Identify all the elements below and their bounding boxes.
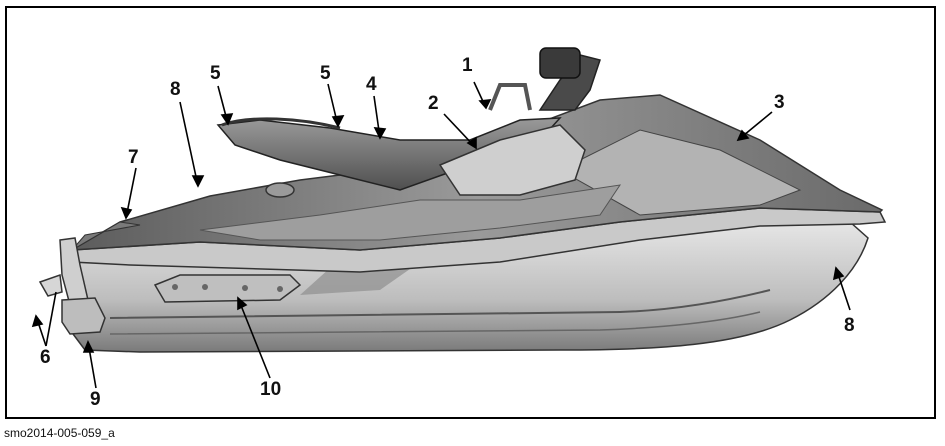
callout-4: 4 — [366, 75, 377, 94]
callout-6: 6 — [40, 348, 51, 367]
callout-5-front: 5 — [320, 64, 331, 83]
callout-2: 2 — [428, 94, 439, 113]
fuel-cap — [266, 183, 294, 197]
stern-bracket — [40, 275, 62, 296]
callout-1: 1 — [462, 56, 473, 75]
callout-8-bow: 8 — [844, 316, 855, 335]
callout-10: 10 — [260, 380, 281, 399]
callout-7: 7 — [128, 148, 139, 167]
callout-5-rear: 5 — [210, 64, 221, 83]
steering-cover — [540, 48, 580, 78]
figure-caption: smo2014-005-059_a — [4, 426, 115, 440]
callout-3: 3 — [774, 93, 785, 112]
callout-9: 9 — [90, 390, 101, 409]
grab-handle — [490, 85, 530, 110]
callout-8-top: 8 — [170, 80, 181, 99]
